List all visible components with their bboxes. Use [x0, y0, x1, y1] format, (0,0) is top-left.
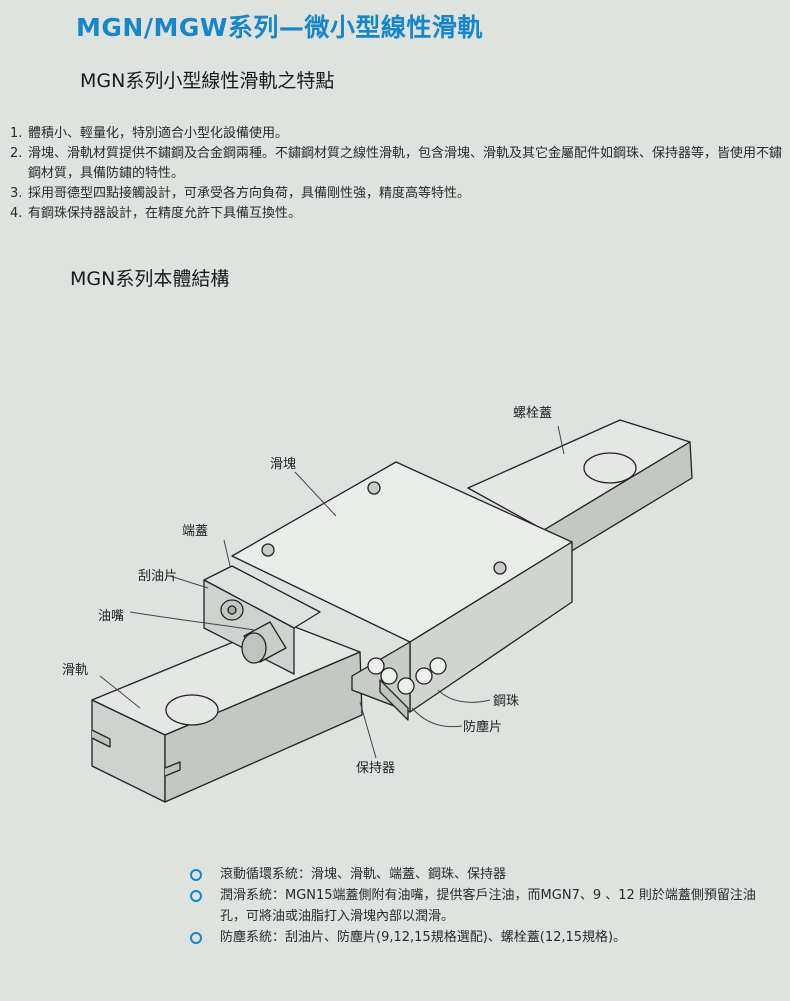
- label-steel-ball: 鋼珠: [493, 694, 519, 709]
- item-text: 體積小、輕量化，特別適合小型化設備使用。: [28, 126, 289, 141]
- item-number: 3.: [10, 186, 23, 201]
- steel-balls: [367, 657, 447, 695]
- list-item: 3. 採用哥德型四點接觸設計，可承受各方向負荷，具備剛性強，精度高等特性。: [10, 184, 788, 204]
- label-bolt-cap: 螺栓蓋: [513, 406, 552, 421]
- rail-front: [91, 621, 363, 803]
- item-text: 滑塊、滑軌材質提供不鏽鋼及合金鋼兩種。不鏽鋼材質之線性滑軌，包含滑塊、滑軌及其它…: [28, 146, 783, 181]
- list-item: 4. 有鋼珠保持器設計，在精度允許下具備互換性。: [10, 204, 788, 224]
- list-item: 防塵系統：刮油片、防塵片(9,12,15規格選配)、螺栓蓋(12,15規格)。: [190, 927, 780, 948]
- list-item: 潤滑系統：MGN15端蓋側附有油嘴，提供客戶注油，而MGN7、9 、12 則於端…: [190, 885, 780, 927]
- list-item: 滾動循環系統：滑塊、滑軌、端蓋、鋼珠、保持器: [190, 864, 780, 885]
- item-text: 有鋼珠保持器設計，在精度允許下具備互換性。: [28, 206, 302, 221]
- item-number: 4.: [10, 206, 23, 221]
- features-heading: MGN系列小型線性滑軌之特點: [80, 70, 335, 92]
- item-text: 滾動循環系統：滑塊、滑軌、端蓋、鋼珠、保持器: [220, 867, 507, 882]
- label-end-cap: 端蓋: [182, 524, 208, 539]
- linear-guide-structure-diagram: 螺栓蓋 滑塊 端蓋 刮油片 油嘴 滑軌 鋼珠 防塵片 保持器: [62, 406, 693, 803]
- label-scraper: 刮油片: [138, 569, 177, 584]
- item-text: 潤滑系統：MGN15端蓋側附有油嘴，提供客戶注油，而MGN7、9 、12 則於端…: [220, 888, 756, 924]
- bullet-icon: [190, 890, 202, 902]
- structure-heading: MGN系列本體結構: [70, 268, 230, 290]
- item-text: 採用哥德型四點接觸設計，可承受各方向負荷，具備剛性強，精度高等特性。: [28, 186, 471, 201]
- label-grease-nipple: 油嘴: [98, 609, 124, 624]
- rail-rear: [467, 419, 693, 559]
- systems-list: 滾動循環系統：滑塊、滑軌、端蓋、鋼珠、保持器 潤滑系統：MGN15端蓋側附有油嘴…: [190, 864, 780, 948]
- grease-nipple: [241, 621, 287, 664]
- label-block: 滑塊: [270, 456, 296, 472]
- list-item: 1. 體積小、輕量化，特別適合小型化設備使用。: [10, 124, 788, 144]
- label-rail: 滑軌: [62, 662, 88, 678]
- list-item: 2. 滑塊、滑軌材質提供不鏽鋼及合金鋼兩種。不鏽鋼材質之線性滑軌，包含滑塊、滑軌及…: [10, 144, 788, 184]
- bullet-icon: [190, 869, 202, 881]
- item-number: 1.: [10, 126, 23, 141]
- features-list: 1. 體積小、輕量化，特別適合小型化設備使用。 2. 滑塊、滑軌材質提供不鏽鋼及合金…: [10, 124, 788, 224]
- page-title: MGN/MGW系列—微小型線性滑軌: [76, 13, 483, 42]
- label-dust-seal: 防塵片: [463, 719, 502, 735]
- label-retainer: 保持器: [356, 761, 395, 776]
- item-text: 防塵系統：刮油片、防塵片(9,12,15規格選配)、螺栓蓋(12,15規格)。: [220, 930, 627, 945]
- bullet-icon: [190, 932, 202, 944]
- item-number: 2.: [10, 146, 23, 161]
